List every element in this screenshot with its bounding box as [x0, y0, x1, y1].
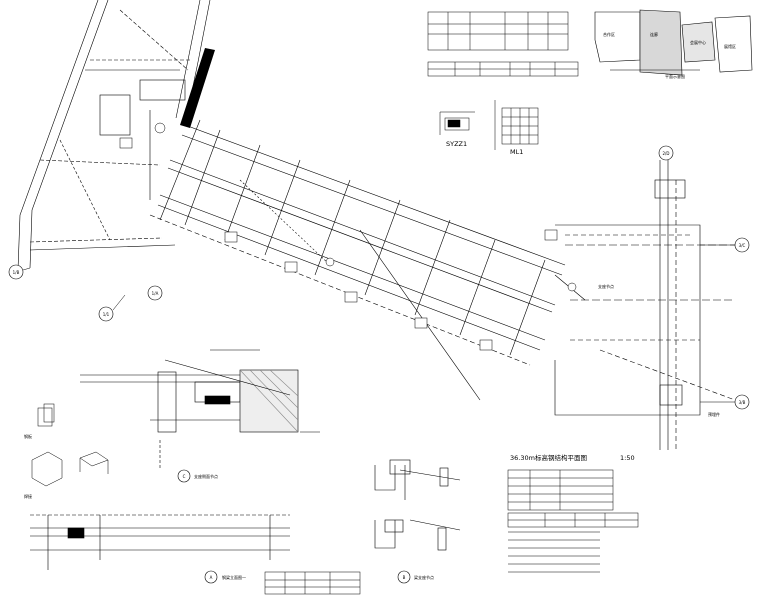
grid-bubble-2 — [147, 285, 163, 301]
detail-callout — [567, 282, 577, 292]
key-plan-area-d: 展馆区 — [724, 43, 736, 49]
detail-c-letter: C — [183, 474, 186, 479]
section-ml1 — [494, 100, 539, 150]
grid-bubble-3 — [658, 145, 674, 161]
key-plan-area-a: 合作区 — [603, 31, 615, 37]
main-plan-walls — [17, 0, 211, 271]
key-plan-title: 平面示意图 — [665, 73, 685, 79]
detail-callout — [325, 257, 335, 267]
steel-schedule-table — [427, 11, 579, 77]
grid-bubble-6 — [98, 306, 114, 322]
bottom-table — [264, 571, 361, 595]
note-anchor: 预埋件 — [708, 411, 720, 417]
detail-callout — [154, 122, 166, 134]
note-weld: 焊接 — [24, 493, 32, 499]
member-tag — [119, 137, 133, 149]
member-tag — [344, 291, 358, 303]
grid-label-5: 3/B — [739, 400, 746, 405]
section-ml1-label: ML1 — [510, 148, 523, 156]
member-tag — [479, 339, 493, 351]
member-tag — [284, 261, 298, 273]
grid-label-2: 1/A — [152, 291, 159, 296]
grid-label-6: 1/1 — [103, 312, 110, 317]
detail-c-drawing — [80, 349, 320, 470]
grid-label-4: 3/C — [739, 243, 746, 248]
detail-b-title: 梁支座节点 — [414, 574, 434, 580]
iso-details-left — [31, 403, 109, 487]
detail-a-drawing — [30, 514, 290, 570]
section-syzz1-label: SYZZ1 — [446, 140, 467, 148]
key-plan — [594, 9, 753, 76]
detail-c-title: 支座侧面节点 — [194, 473, 218, 479]
section-syzz1 — [439, 111, 475, 135]
plan-scale: 1:50 — [620, 454, 635, 462]
detail-b-bubble — [397, 570, 411, 584]
detail-b-letter: B — [403, 575, 406, 580]
note-plate: 钢板 — [24, 433, 32, 439]
grid-label-1: 1/B — [13, 270, 20, 275]
detail-a-letter: A — [210, 575, 213, 580]
platform-plan — [554, 160, 736, 450]
notes-table — [507, 469, 639, 573]
grid-label-3: 2/D — [663, 151, 670, 156]
key-plan-area-c: 会展中心 — [690, 39, 706, 45]
detail-b-drawing — [374, 459, 461, 551]
wall-section-hatch — [180, 48, 215, 128]
detail-c-bubble — [177, 469, 191, 483]
note-support: 支座节点 — [598, 283, 614, 289]
member-tag — [544, 229, 558, 241]
detail-a-bubble — [204, 570, 218, 584]
member-tag — [224, 231, 238, 243]
member-tags — [119, 122, 577, 351]
detail-a-title: 钢梁立面图一 — [222, 574, 246, 580]
inclined-beam-structure — [149, 119, 566, 401]
grid-bubble-1 — [8, 264, 24, 280]
key-plan-area-b: 连廊 — [650, 31, 658, 37]
member-tag — [414, 317, 428, 329]
plan-title: 36.30m标高钢结构平面图 — [510, 453, 587, 462]
grid-axis-markers: 1/B 1/1 1/A 2/D 3/C 3/B — [8, 145, 750, 410]
